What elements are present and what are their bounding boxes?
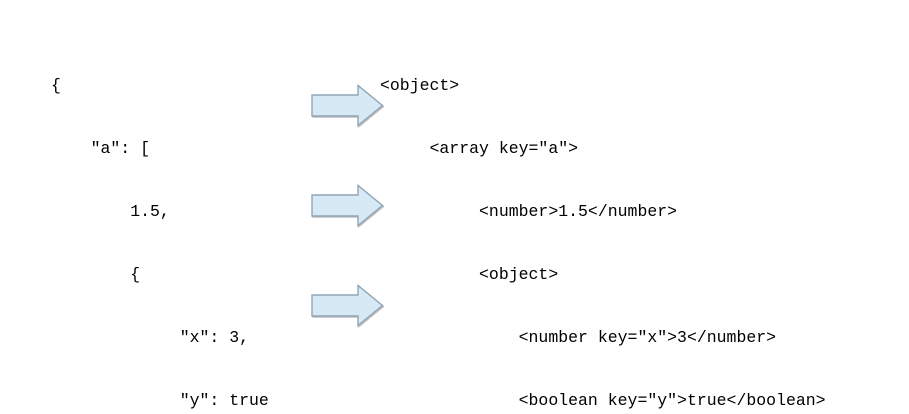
code-line: "y": true (51, 391, 269, 410)
right-block-arrow-shape (311, 84, 384, 127)
right-block-arrow-shape (311, 184, 384, 227)
code-line: <object> (380, 265, 559, 284)
code-line: <array key="a"> (380, 139, 579, 158)
code-line: "x": 3, (51, 328, 250, 347)
code-line: <boolean key="y">true</boolean> (380, 391, 826, 410)
code-line: { (51, 265, 141, 284)
code-line: <number>1.5</number> (380, 202, 678, 221)
mapping-arrow-icon (311, 84, 384, 127)
mapping-arrow-icon (311, 284, 384, 327)
right-block-arrow-shape (311, 284, 384, 327)
code-line: "a": [ (51, 139, 151, 158)
mapping-arrow-icon (311, 184, 384, 227)
code-line: 1.5, (51, 202, 170, 221)
code-line: <object> (380, 76, 460, 95)
xml-output-code: <object> <array key="a"> <number>1.5</nu… (380, 33, 826, 414)
json-source-code: { "a": [ 1.5, { "x": 3, "y": true }, nul… (51, 33, 269, 414)
code-line: { (51, 76, 61, 95)
code-line: <number key="x">3</number> (380, 328, 777, 347)
